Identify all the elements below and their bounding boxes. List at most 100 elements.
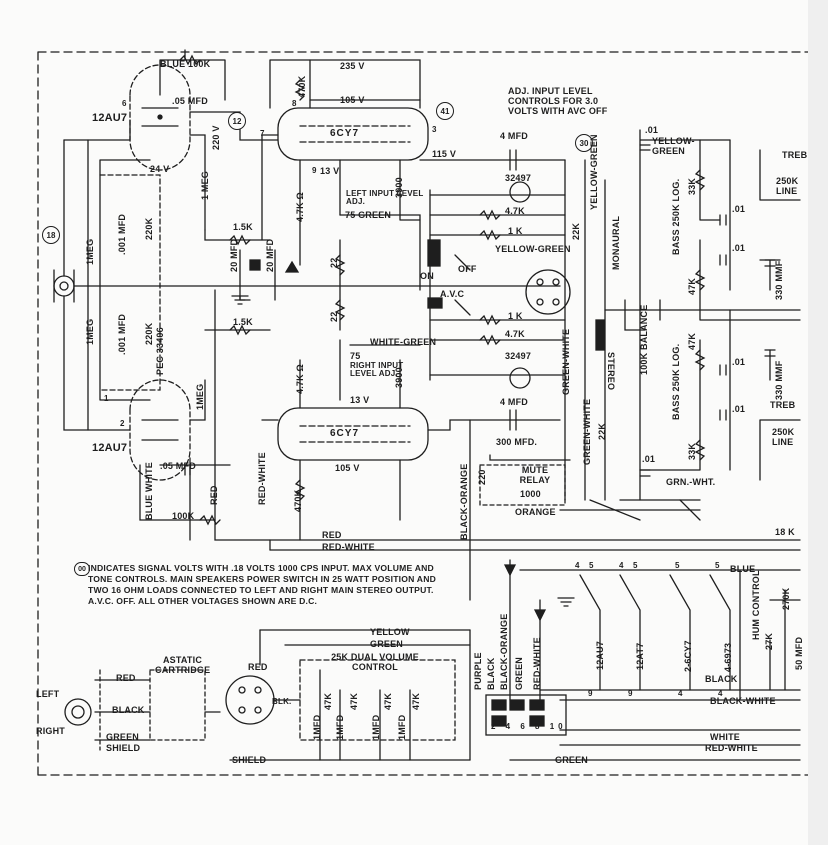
label-3900-b: 3900 — [394, 367, 404, 388]
label-black-cart: BLACK — [112, 705, 145, 715]
label-32497-b: 32497 — [505, 351, 532, 361]
label-47k-f: 47K — [687, 332, 697, 350]
label-shield-cart: SHIELD — [106, 743, 141, 753]
tube-6cy7-bottom — [277, 407, 429, 461]
label-c01-e: .01 — [642, 454, 656, 464]
node-marker-41: 41 — [436, 102, 454, 120]
label-h12at7: 12AT7 — [635, 642, 645, 670]
label-470k-a: 470K — [297, 75, 307, 98]
label-1k-a: 1 K — [508, 226, 523, 236]
label-32497-a: 32497 — [505, 173, 532, 183]
label-bass-top: BASS 250K LOG. — [671, 178, 681, 255]
label-pin-8: 8 — [292, 99, 297, 108]
label-pin-5-a: 5 — [589, 561, 594, 570]
label-1meg-b: 1 MEG — [200, 170, 210, 200]
label-4-7k-b: 4.7K Ω — [295, 364, 305, 394]
label-1meg-c: 1MEG — [85, 318, 95, 345]
label-c01-d: .01 — [732, 404, 746, 414]
tube-12au7-top — [129, 64, 191, 171]
label-pin-7: 7 — [260, 129, 265, 138]
label-green-cart: GREEN — [106, 732, 140, 742]
label-shield-socket: SHIELD — [232, 755, 267, 765]
label-red-white-c: RED-WHITE — [705, 743, 758, 753]
label-1mfd-4: 1MFD — [397, 714, 407, 740]
label-green-bottom: GREEN — [555, 755, 589, 765]
label-treb-top: TREB — [782, 150, 808, 160]
label-18k: 18 K — [775, 527, 795, 537]
signal-volts-note: INDICATES SIGNAL VOLTS WITH .18 VOLTS 10… — [88, 563, 437, 606]
label-47k-g1: 47K — [323, 692, 333, 710]
label-1mfd-1: 1MFD — [312, 714, 322, 740]
label-blue-100k: BLUE 100K — [160, 59, 211, 69]
label-white: WHITE — [710, 732, 740, 742]
tube-label-6cy7-bottom: 6CY7 — [330, 428, 360, 439]
label-yellow-green: YELLOW-GREEN — [495, 244, 571, 254]
label-220k-a: 220K — [144, 217, 154, 240]
label-monaural: MONAURAL — [611, 215, 621, 270]
label-black-v: BLACK — [486, 657, 496, 691]
label-blk: BLK. — [272, 697, 292, 706]
label-c01-b: .01 — [732, 243, 746, 253]
label-270k: 270K — [781, 587, 791, 610]
label-yellow-green-v: YELLOW-GREEN — [589, 134, 599, 210]
label-pin-5-c: 5 — [675, 561, 680, 570]
label-105v-bottom: 105 V — [335, 463, 360, 473]
tube-label-6cy7-top: 6CY7 — [330, 128, 360, 139]
label-red-a: RED — [209, 485, 219, 505]
label-avc: A.V.C — [440, 289, 465, 299]
label-47k-g4: 47K — [411, 692, 421, 710]
label-13v-top: 13 V — [320, 166, 340, 176]
label-red-white-b: RED-WHITE — [322, 542, 375, 552]
label-pin-5-b: 5 — [633, 561, 638, 570]
label-adj-input-level: ADJ. INPUT LEVEL CONTROLS FOR 3.0 VOLTS … — [508, 86, 608, 116]
node-marker-12: 12 — [228, 112, 246, 130]
label-right-input-adj: RIGHT INPUT LEVEL ADJ. — [350, 361, 404, 378]
label-green-top: GREEN — [370, 639, 404, 649]
label-hum-control: HUM CONTROL — [751, 570, 761, 640]
label-purple: PURPLE — [473, 652, 483, 690]
label-pec: PEC 33406 — [155, 327, 165, 375]
label-75-green: 75 GREEN — [345, 210, 392, 220]
label-pin-4-a: 4 — [575, 561, 580, 570]
label-1000: 1000 — [520, 489, 541, 499]
label-pin-2: 2 — [120, 419, 125, 428]
label-green-white-b: GREEN-WHITE — [582, 398, 592, 465]
label-20mfd-b: 20 MFD — [265, 238, 275, 272]
label-220-c: 220 — [477, 469, 487, 485]
label-4-7k-d: 4.7K — [505, 329, 525, 339]
label-pin-4-c: 4 — [678, 689, 683, 698]
label-treb-bottom: TREB — [770, 400, 796, 410]
label-h6973: 4-6973 — [723, 642, 733, 672]
label-20mfd-a: 20 MFD — [229, 238, 239, 272]
label-22-a: 22 — [329, 257, 339, 268]
label-avc-on: ON — [420, 271, 434, 281]
label-c05-bottom: .05 MFD — [160, 461, 196, 471]
label-27k: 27K — [764, 632, 774, 650]
label-250k-line-bottom: 250K LINE — [772, 427, 795, 447]
label-300mfd: 300 MFD. — [496, 437, 538, 447]
label-avc-off: OFF — [458, 264, 477, 274]
label-1-5k-b: 1.5K — [233, 317, 253, 327]
label-4mfd-b: 4 MFD — [500, 397, 528, 407]
label-pin-3: 3 — [432, 125, 437, 134]
label-330mmf-b: 330 MMF — [774, 360, 784, 400]
label-red-white-v: RED-WHITE — [532, 637, 542, 690]
tube-12au7-bottom — [129, 379, 191, 481]
label-black-orange-b: BLACK-ORANGE — [499, 613, 509, 690]
tube-6cy7-top — [277, 107, 429, 161]
label-220v: 220 V — [211, 125, 221, 150]
label-h6cy7: 2-6CY7 — [683, 640, 693, 672]
chassis-border — [37, 51, 809, 776]
label-pin-5-d: 5 — [715, 561, 720, 570]
tube-label-12au7-bottom: 12AU7 — [92, 442, 128, 454]
label-c01-a: .01 — [732, 204, 746, 214]
label-47k-e: 47K — [687, 277, 697, 295]
label-33k-a: 33K — [687, 177, 697, 195]
label-1meg-d: 1MEG — [195, 383, 205, 410]
label-bass-bottom: BASS 250K LOG. — [671, 343, 681, 420]
label-c001-a: .001 MFD — [117, 213, 127, 255]
label-red-socket: RED — [248, 662, 268, 672]
label-c01-c: .01 — [732, 357, 746, 367]
label-pin-4-d: 4 — [718, 689, 723, 698]
